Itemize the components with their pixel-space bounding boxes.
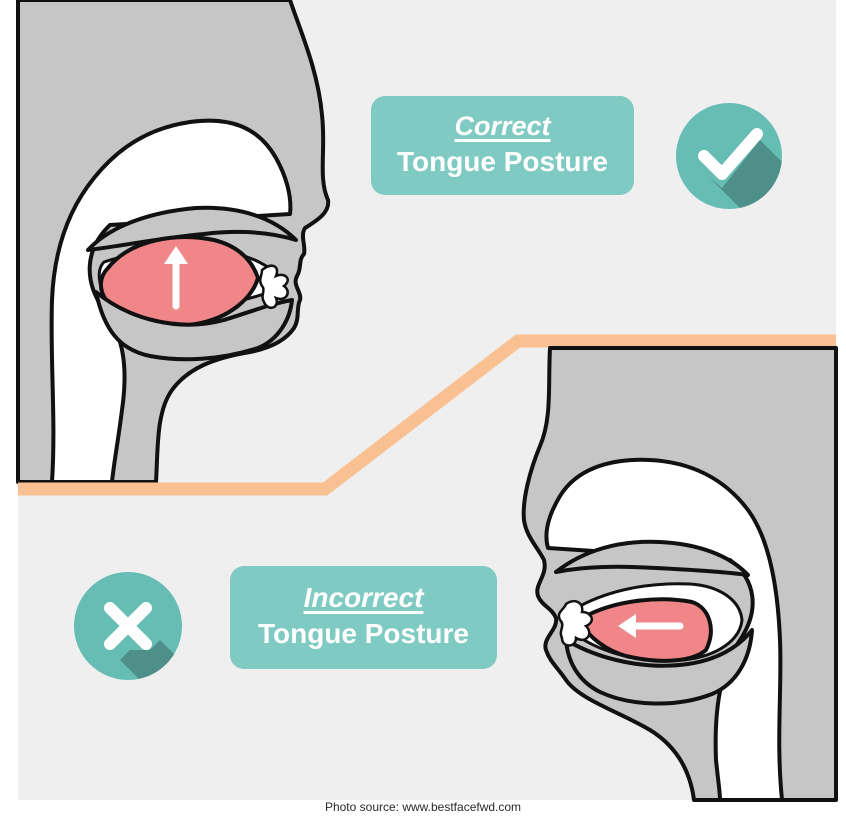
correct-label-box: Correct Tongue Posture — [371, 96, 634, 195]
correct-keyword: Correct — [371, 110, 634, 142]
correct-subtitle: Tongue Posture — [371, 144, 634, 180]
incorrect-subtitle: Tongue Posture — [230, 616, 497, 652]
incorrect-keyword: Incorrect — [230, 582, 497, 614]
incorrect-label-box: Incorrect Tongue Posture — [230, 566, 497, 669]
photo-credit: Photo source: www.bestfacefwd.com — [0, 800, 846, 814]
